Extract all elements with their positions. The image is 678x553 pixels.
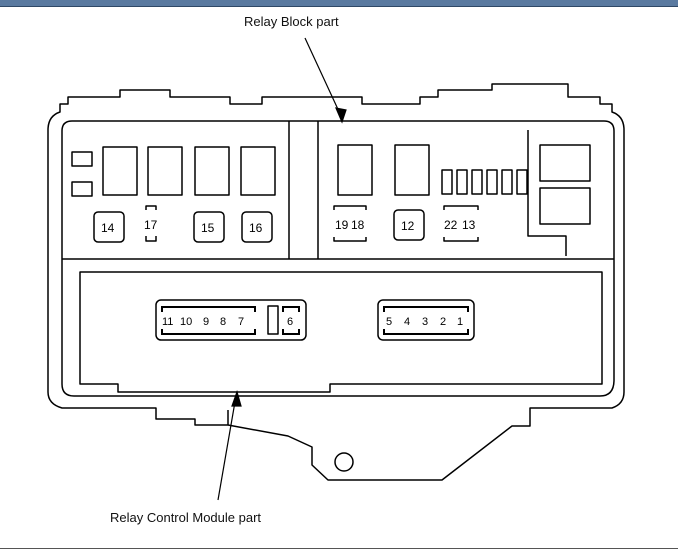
pin-label-3: 3: [422, 316, 428, 328]
relay-block-leader: [304, 37, 343, 119]
relay-control-module-callout: Relay Control Module part: [110, 510, 261, 525]
relay-block-callout: Relay Block part: [244, 14, 339, 29]
mini-fuse-5: [501, 169, 513, 195]
fuse-label-14: 14: [101, 221, 115, 235]
inner-frame: [61, 120, 615, 397]
pin-label-10: 10: [180, 316, 192, 328]
relay-slot-2: [147, 146, 183, 196]
mount-hole: [334, 452, 354, 472]
small-square-2: [71, 181, 93, 197]
mini-fuse-1: [441, 169, 453, 195]
pin-label-11: 11: [162, 316, 173, 328]
relay-slot-6: [394, 144, 430, 196]
connector-right-body: [377, 299, 475, 341]
relay-block-arrowhead: [334, 107, 347, 124]
fuse-19-18-bracket: [333, 205, 367, 242]
fuse-label-19: 19: [335, 218, 349, 232]
pin-label-8: 8: [220, 316, 226, 328]
fuse-label-22: 22: [444, 218, 458, 232]
mini-fuse-3: [471, 169, 483, 195]
fuse-label-15: 15: [201, 221, 215, 235]
connector-left-key: [267, 305, 279, 335]
module-panel: [79, 271, 603, 393]
pin-label-2: 2: [440, 316, 446, 328]
module-arrowhead: [231, 390, 242, 407]
fuse-label-16: 16: [249, 221, 263, 235]
bottom-rule: [0, 548, 678, 549]
pin-label-5: 5: [386, 316, 392, 328]
pin-brackets-right: [383, 306, 469, 335]
relay-slot-3: [194, 146, 230, 196]
fuse-17-bracket: [145, 205, 157, 242]
right-hook-line: [527, 130, 567, 256]
connector-left-body: [155, 299, 307, 341]
mini-fuse-2: [456, 169, 468, 195]
small-square-1: [71, 151, 93, 167]
fuse-label-17: 17: [144, 218, 158, 232]
pin-label-6: 6: [287, 316, 293, 328]
fuse-box-15: [193, 211, 225, 243]
housing-outline: [47, 83, 625, 481]
window-top-bar: [0, 0, 678, 7]
fuse-22-13-bracket: [443, 205, 479, 242]
fuse-label-13: 13: [462, 218, 476, 232]
relay-slot-1: [102, 146, 138, 196]
fuse-box-12: [393, 209, 425, 241]
pin-label-9: 9: [203, 316, 209, 328]
relay-slot-8: [539, 187, 591, 225]
relay-slot-4: [240, 146, 276, 196]
fuse-box-14: [93, 211, 125, 243]
pin-brackets-left: [161, 306, 300, 335]
pin-label-7: 7: [238, 316, 244, 328]
relay-slot-7: [539, 144, 591, 182]
pin-label-1: 1: [457, 316, 463, 328]
mini-fuse-4: [486, 169, 498, 195]
fuse-box-16: [241, 211, 273, 243]
mini-fuse-6: [516, 169, 528, 195]
fuse-label-12: 12: [401, 219, 415, 233]
fuse-label-18: 18: [351, 218, 365, 232]
relay-slot-5: [337, 144, 373, 196]
pin-label-4: 4: [404, 316, 410, 328]
module-leader: [217, 395, 237, 501]
